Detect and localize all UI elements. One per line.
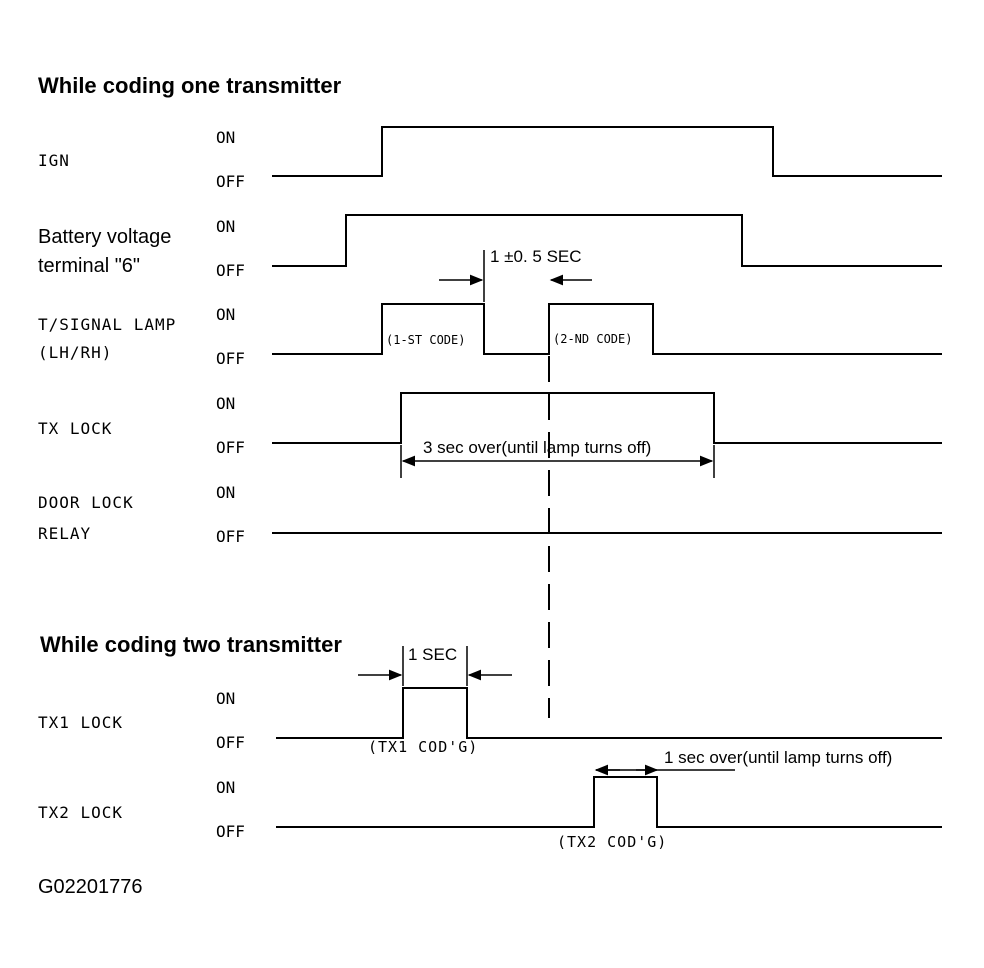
tx1lock-on-label: ON: [216, 689, 235, 708]
battery-label-line2: terminal "6": [38, 255, 140, 277]
door-on-label: ON: [216, 483, 235, 502]
section2-title: While coding two transmitter: [40, 632, 342, 657]
figure-id: G02201776: [38, 876, 143, 898]
tx1-coding-label: (TX1 COD'G): [368, 738, 478, 756]
battery-off-label: OFF: [216, 261, 245, 280]
tx2lock-label: TX2 LOCK: [38, 803, 123, 822]
door-label-line1: DOOR LOCK: [38, 493, 134, 512]
txlock-label: TX LOCK: [38, 419, 112, 438]
three-sec-annotation: 3 sec over(until lamp turns off): [423, 438, 651, 457]
one-sec-annotation: 1 SEC: [408, 645, 457, 664]
tsignal-waveform: [272, 303, 942, 355]
tsignal-off-label: OFF: [216, 349, 245, 368]
txlock-waveform: [272, 392, 942, 444]
second-code-label: (2-ND CODE): [553, 332, 632, 346]
battery-on-label: ON: [216, 217, 235, 236]
txlock-on-label: ON: [216, 394, 235, 413]
battery-label-line1: Battery voltage: [38, 226, 171, 248]
tx1lock-waveform: [276, 687, 942, 739]
ign-off-label: OFF: [216, 172, 245, 191]
first-code-label: (1-ST CODE): [386, 333, 465, 347]
one-sec-over-annotation: 1 sec over(until lamp turns off): [664, 748, 892, 767]
section1-title: While coding one transmitter: [38, 73, 342, 98]
tx1lock-label: TX1 LOCK: [38, 713, 123, 732]
tsignal-label-line1: T/SIGNAL LAMP: [38, 315, 176, 334]
tsignal-on-label: ON: [216, 305, 235, 324]
txlock-off-label: OFF: [216, 438, 245, 457]
ign-on-label: ON: [216, 128, 235, 147]
ign-waveform: [272, 126, 942, 177]
interval-annotation: 1 ±0. 5 SEC: [490, 247, 582, 266]
tsignal-label-line2: (LH/RH): [38, 343, 112, 362]
ign-label: IGN: [38, 151, 70, 170]
tx2lock-waveform: [276, 776, 942, 828]
tx2-coding-label: (TX2 COD'G): [557, 833, 667, 851]
battery-waveform: [272, 214, 942, 267]
tx1lock-off-label: OFF: [216, 733, 245, 752]
door-off-label: OFF: [216, 527, 245, 546]
door-label-line2: RELAY: [38, 524, 91, 543]
tx2lock-off-label: OFF: [216, 822, 245, 841]
tx2lock-on-label: ON: [216, 778, 235, 797]
